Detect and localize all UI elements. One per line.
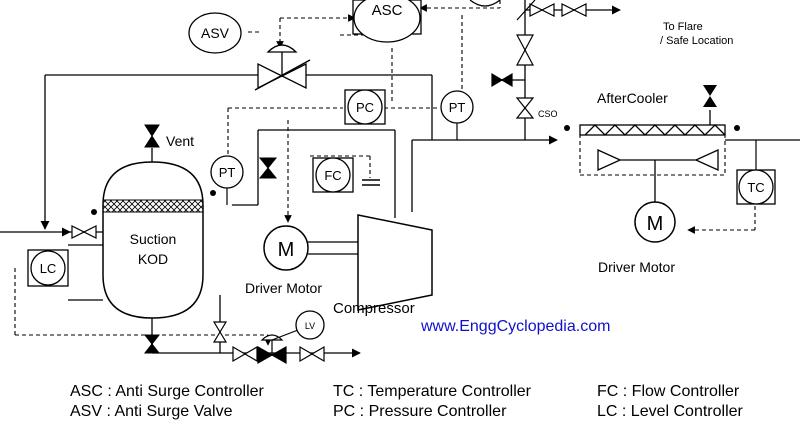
svg-text:LV: LV [305, 321, 315, 331]
suction-kod-label-2: KOD [138, 251, 168, 267]
lc-bubble: LC [27, 249, 69, 287]
aftercooler-vent-valve [703, 85, 717, 107]
legend-pc: PC : Pressure Controller [333, 403, 507, 420]
asv-bubble: ASV [188, 12, 242, 54]
suction-kod-label-1: Suction [130, 231, 177, 247]
svg-text:PT: PT [219, 165, 236, 180]
pt-kod-bubble: PT [210, 155, 244, 205]
svg-text:LC: LC [40, 261, 57, 276]
to-flare-label-1: To Flare [663, 21, 703, 33]
anti-surge-valve [254, 44, 311, 91]
aftercooler-nozzles [564, 125, 740, 131]
level-nozzles [68, 244, 103, 301]
svg-text:PC: PC [356, 100, 374, 115]
compressor [357, 214, 433, 311]
compressor-shaft [308, 241, 358, 255]
compressor-label: Compressor [333, 300, 415, 317]
legend-asv: ASV : Anti Surge Valve [70, 403, 233, 420]
vent-label: Vent [166, 133, 194, 149]
drain-small-valve [212, 321, 228, 343]
drain-valve [143, 334, 161, 354]
to-flare-label-2: / Safe Location [660, 35, 733, 47]
website-link[interactable]: www.EnggCyclopedia.com [421, 318, 611, 335]
svg-text:ASV: ASV [201, 25, 230, 41]
legend-tc: TC : Temperature Controller [333, 383, 531, 400]
legend-fc: FC : Flow Controller [597, 383, 740, 400]
asc-bubble: ASC [352, 0, 422, 43]
svg-text:FC: FC [324, 168, 341, 183]
process-lines [0, 0, 800, 358]
pt-top-bubble: PT [440, 90, 474, 140]
svg-text:ASC: ASC [372, 2, 403, 19]
suction-kod-vessel: Suction KOD [102, 161, 204, 319]
legend-lc: LC : Level Controller [597, 403, 743, 420]
downstream-valves [232, 345, 325, 363]
vent-valve [144, 124, 160, 148]
compressor-motor: M [263, 225, 309, 271]
fan-motor-label: Driver Motor [598, 259, 675, 275]
level-valve [257, 329, 299, 365]
legend-asc: ASC : Anti Surge Controller [70, 383, 264, 400]
inlet-valve [71, 225, 97, 239]
svg-text:M: M [647, 213, 664, 235]
inlet-valve-bonnet [91, 209, 97, 215]
flare-pt-bubble [469, 0, 501, 7]
svg-text:PT: PT [449, 100, 466, 115]
aftercooler [579, 124, 726, 202]
flare-valves [491, 0, 587, 119]
svg-text:M: M [278, 239, 295, 261]
lv-bubble: LV [295, 310, 325, 340]
aftercooler-label: AfterCooler [597, 90, 668, 106]
fc-bubble: FC [312, 157, 354, 193]
svg-text:TC: TC [747, 180, 764, 195]
compressor-motor-label: Driver Motor [245, 280, 322, 296]
mesh-pad [102, 199, 204, 213]
signal-lines [14, 0, 756, 346]
flow-element [362, 179, 380, 186]
cso-label: CSO [538, 109, 558, 119]
pc-bubble: PC [344, 89, 386, 125]
tc-bubble: TC [736, 140, 776, 205]
fan-motor: M [634, 201, 676, 243]
check-valve [258, 157, 278, 179]
